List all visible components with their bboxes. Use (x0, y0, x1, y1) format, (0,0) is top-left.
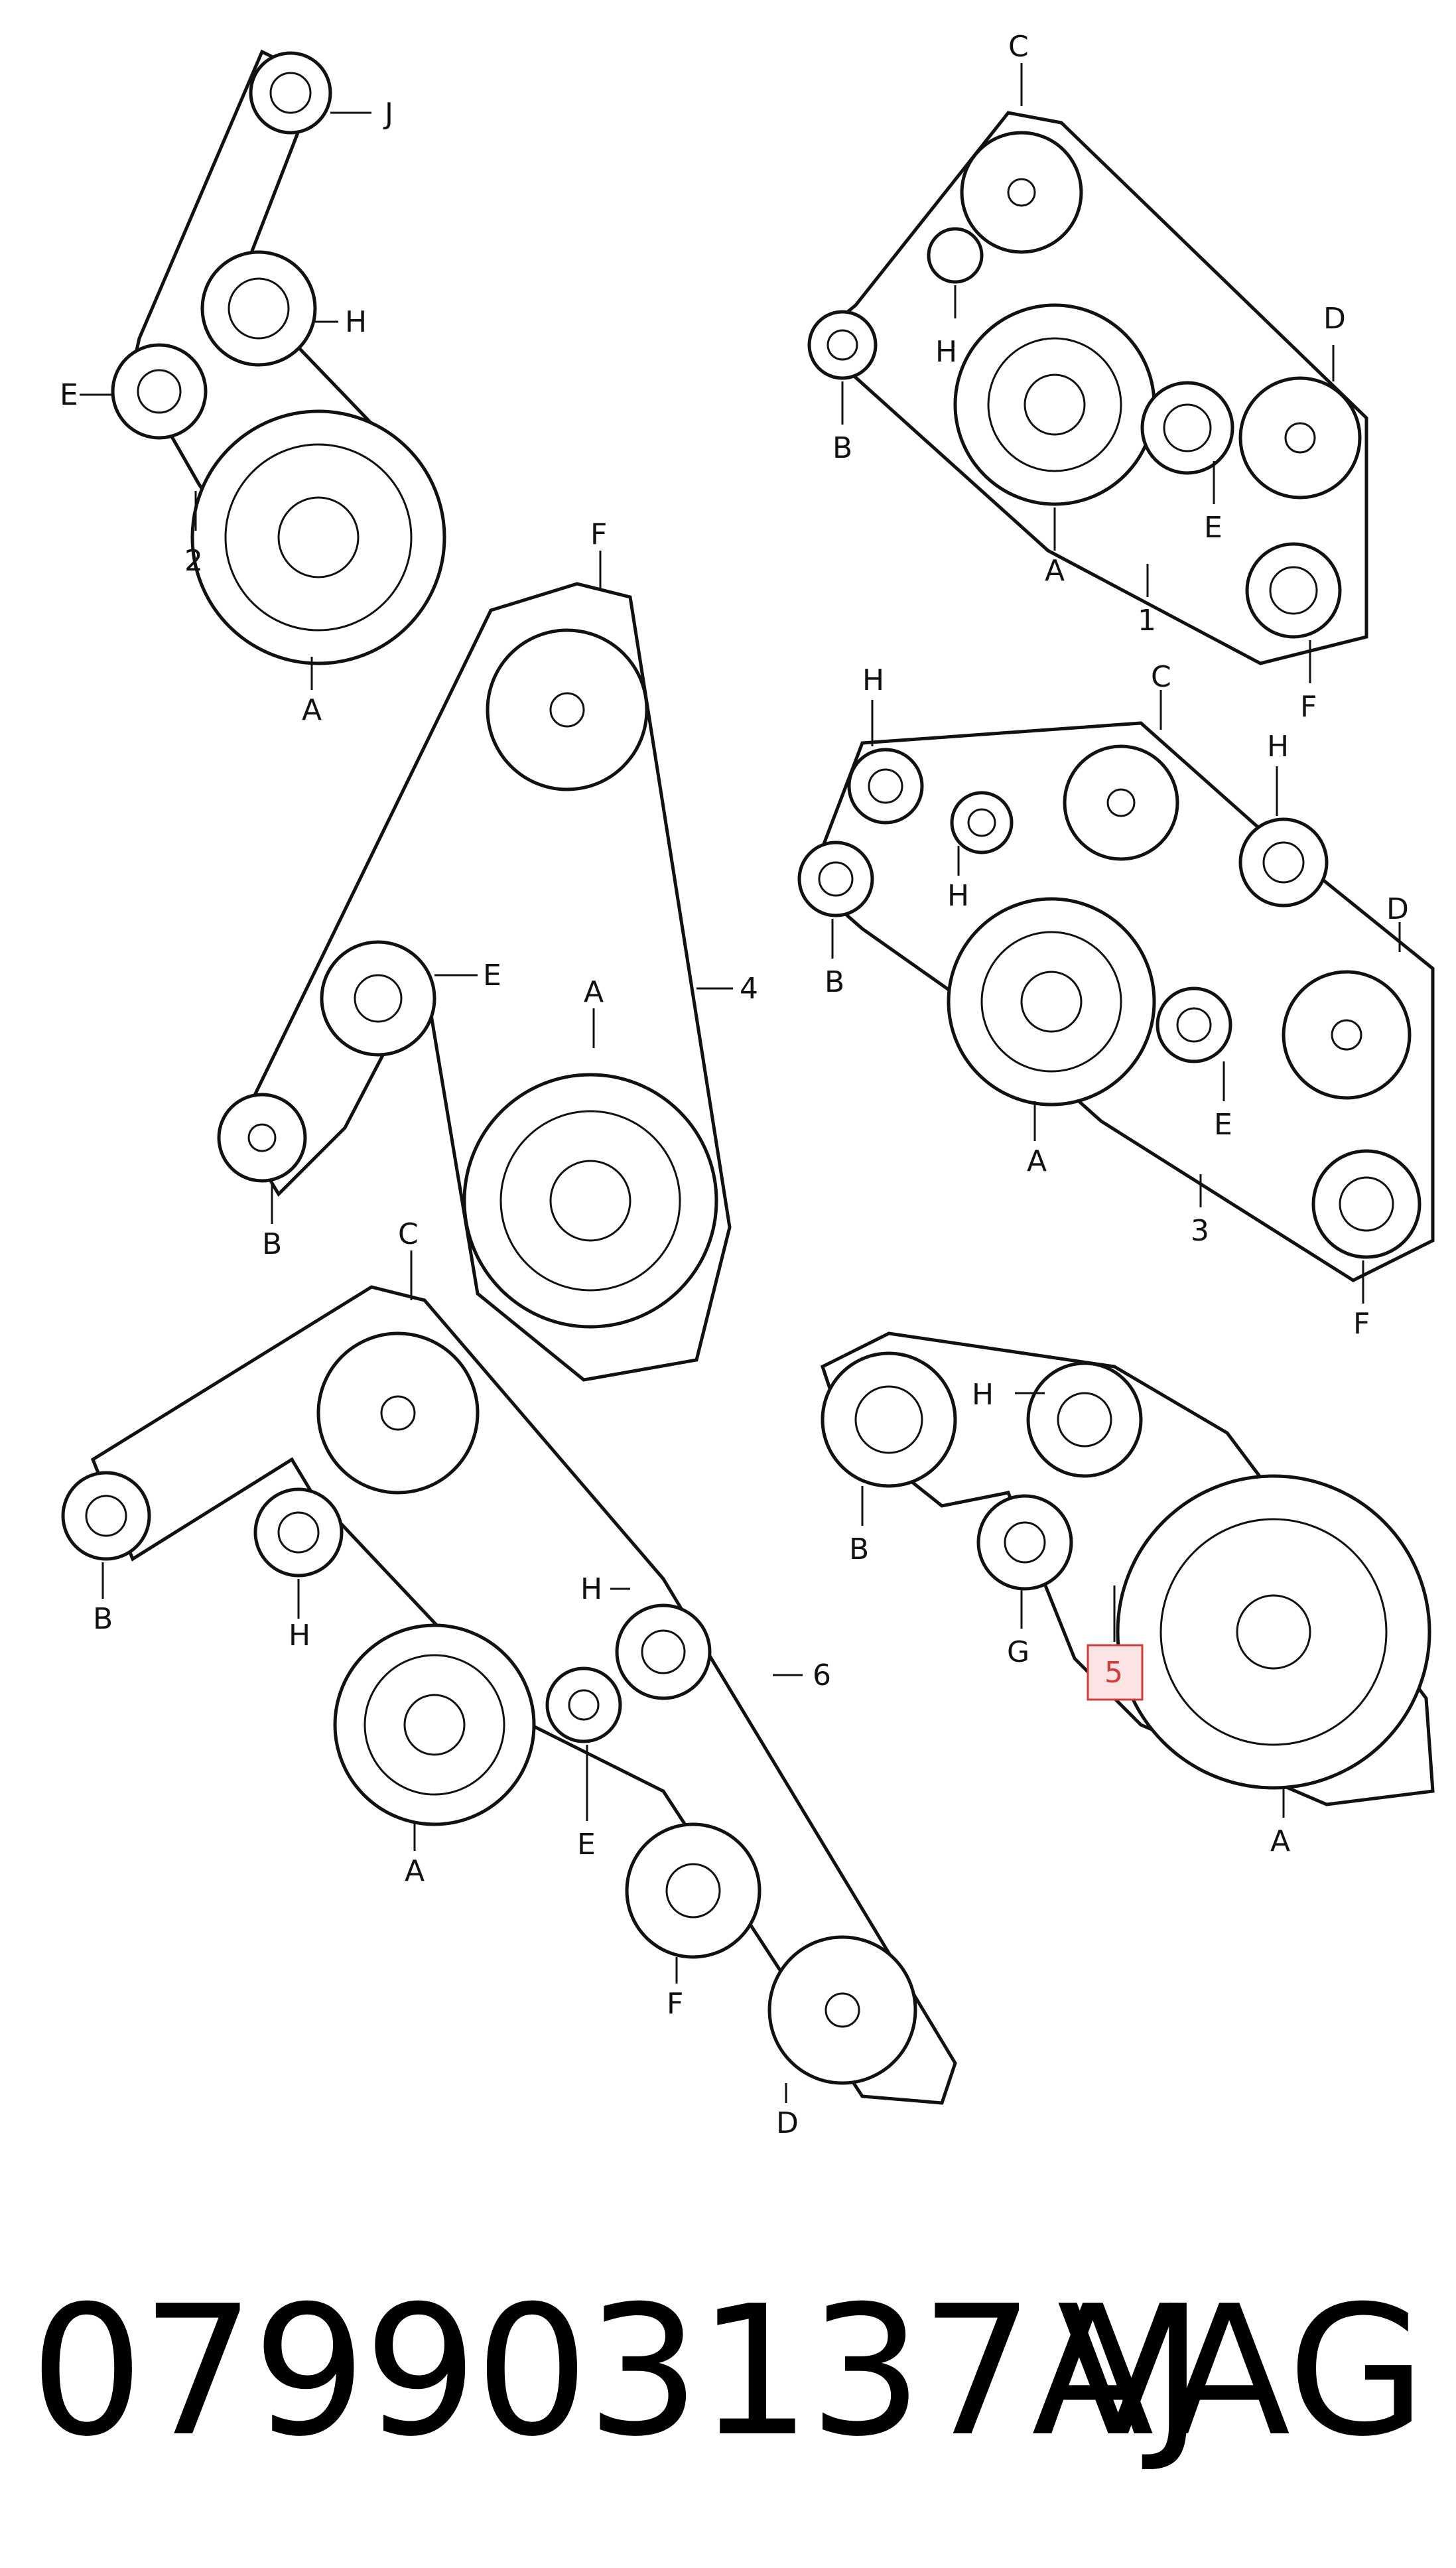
pulley-b (821, 1351, 957, 1488)
footer: 079903137AJ VAG (0, 2262, 1456, 2481)
assembly-5 (820, 1331, 1435, 1818)
label-6-h-left: H (289, 1619, 310, 1653)
part-number: 079903137AJ (30, 2267, 1204, 2476)
belt-4 (237, 582, 732, 1382)
pulley-d (767, 1935, 917, 2085)
label-4-f: F (590, 517, 607, 551)
pulley-a (953, 303, 1156, 506)
label-3-d: D (1386, 892, 1409, 926)
label-5-h: H (972, 1378, 994, 1412)
label-1-b: B (832, 431, 852, 465)
label-6-h-right: H (580, 1572, 602, 1606)
label-5-a: A (1270, 1824, 1290, 1858)
pulley-c (960, 131, 1083, 254)
pulley-a (190, 409, 446, 665)
pulley-f (486, 628, 649, 791)
pulley-g (976, 1494, 1073, 1591)
pulley-d (1238, 376, 1362, 500)
label-3-e: E (1214, 1108, 1232, 1142)
label-4-id: 4 (740, 972, 758, 1006)
belt-6 (90, 1285, 957, 2105)
pulley-b (807, 310, 878, 380)
pulley-h (1026, 1361, 1143, 1478)
label-6-a: A (405, 1854, 425, 1888)
label-6-c: C (398, 1217, 419, 1251)
assembly-2 (80, 49, 446, 690)
label-6-id: 6 (813, 1658, 831, 1692)
pulley-c (1063, 744, 1179, 861)
label-1-c: C (1008, 30, 1029, 64)
label-2-j: J (383, 97, 393, 131)
pulley-b (217, 1093, 307, 1183)
pulley-a (1116, 1474, 1431, 1790)
pulley-f (1311, 1149, 1422, 1259)
label-3-h-center: H (947, 879, 969, 913)
label-4-e: E (483, 959, 501, 992)
label-6-b: B (93, 1602, 113, 1636)
assembly-4 (217, 551, 733, 1382)
pulley-a (462, 1073, 718, 1329)
pulley-h (200, 250, 317, 367)
assembly-6 (61, 1250, 957, 2105)
label-4-a: A (584, 975, 604, 1009)
label-1-h: H (935, 335, 957, 369)
label-1-id: 1 (1138, 604, 1156, 638)
label-5-g: G (1007, 1635, 1029, 1669)
pulley-h-center (950, 791, 1014, 854)
highlight-box[interactable] (1087, 1644, 1144, 1701)
label-3-h-left: H (862, 663, 884, 697)
label-2-id: 2 (184, 544, 203, 578)
label-2-e: E (60, 378, 78, 412)
pulley-e (1140, 381, 1234, 475)
pulley-f (625, 1822, 761, 1959)
label-2-h: H (345, 305, 367, 339)
pulley-e (545, 1666, 622, 1743)
pulley-j (249, 51, 332, 135)
pulley-e (320, 940, 436, 1057)
label-2-a: A (302, 693, 322, 727)
label-1-f: F (1300, 690, 1317, 724)
pulley-e (1156, 986, 1232, 1063)
label-4-b: B (262, 1227, 282, 1261)
assembly-3 (797, 690, 1435, 1304)
pulley-a (947, 897, 1156, 1107)
pulley-h-left (253, 1487, 344, 1578)
pulley-h-left (847, 748, 924, 825)
pulley-d (1282, 970, 1412, 1100)
label-1-d: D (1323, 302, 1346, 336)
label-3-id: 3 (1191, 1214, 1209, 1248)
label-5-id: 5 (1104, 1656, 1123, 1690)
label-3-f: F (1353, 1307, 1370, 1341)
label-3-a: A (1027, 1144, 1047, 1178)
label-5-b: B (849, 1532, 869, 1566)
label-3-c: C (1151, 660, 1171, 694)
brand: VAG (1057, 2267, 1426, 2476)
label-1-a: A (1045, 554, 1065, 588)
pulley-e (111, 343, 208, 440)
assembly-1 (807, 63, 1368, 683)
pulley-c (316, 1331, 480, 1495)
pulley-f (1245, 542, 1342, 639)
label-3-h-right: H (1267, 730, 1289, 764)
label-6-f: F (667, 1987, 683, 2021)
pulley-h-right (1238, 817, 1329, 908)
label-6-d: D (776, 2106, 799, 2140)
label-6-e: E (577, 1828, 596, 1861)
label-3-b: B (825, 965, 844, 999)
pulley-b (797, 841, 874, 917)
pulley-h (927, 227, 984, 284)
label-1-e: E (1204, 511, 1223, 545)
pulley-b (61, 1471, 151, 1561)
pulley-h-right (615, 1603, 712, 1700)
